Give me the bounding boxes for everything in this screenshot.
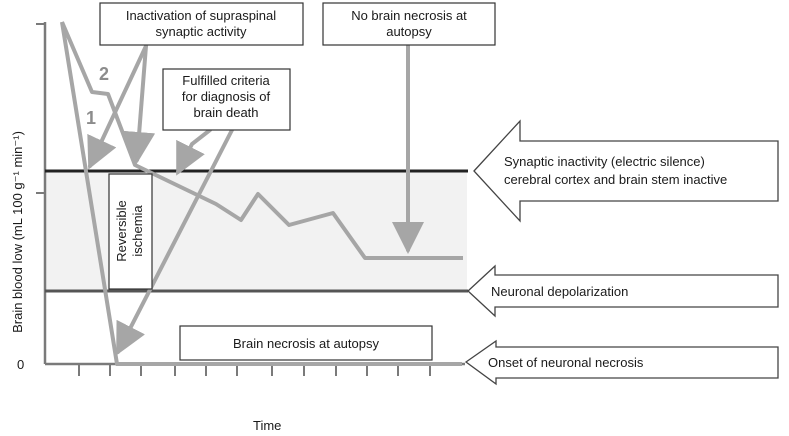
svg-text:for diagnosis of: for diagnosis of [182,89,271,104]
svg-text:synaptic activity: synaptic activity [155,24,247,39]
svg-text:Inactivation of supraspinal: Inactivation of supraspinal [126,8,276,23]
fulfilled-arrow-upper [176,128,212,176]
y-axis-label: Brain blood low (mL 100 g⁻¹ min⁻¹) [10,131,25,333]
no-necrosis-box: No brain necrosis at autopsy [322,2,496,46]
svg-text:cerebral cortex and brain stem: cerebral cortex and brain stem inactive [504,172,727,187]
inactivation-arrow-right [123,44,156,164]
curve-1-label: 1 [86,108,96,128]
svg-text:autopsy: autopsy [386,24,432,39]
svg-text:Fulfilled criteria: Fulfilled criteria [182,73,270,88]
svg-text:Neuronal depolarization: Neuronal depolarization [491,284,628,299]
svg-text:ischemia: ischemia [130,205,145,257]
svg-text:No brain necrosis at: No brain necrosis at [351,8,467,23]
svg-text:Reversible: Reversible [114,200,129,261]
fulfilled-arrow-lower [116,128,234,356]
synaptic-inactivity-arrow: Synaptic inactivity (electric silence) c… [473,119,779,223]
curve-2-label: 2 [99,64,109,84]
fulfilled-criteria-box: Fulfilled criteria for diagnosis of brai… [162,68,291,131]
neuronal-necrosis-onset-arrow: Onset of neuronal necrosis [464,339,779,386]
svg-text:Brain necrosis at autopsy: Brain necrosis at autopsy [233,336,379,351]
y-zero-label: 0 [17,357,24,372]
svg-text:Onset of neuronal necrosis: Onset of neuronal necrosis [488,355,644,370]
inactivation-arrow-left [87,44,148,170]
curve-1 [60,21,462,366]
brain-necrosis-box: Brain necrosis at autopsy [179,325,433,361]
callout-arrows [87,44,424,356]
svg-text:Synaptic inactivity (electric: Synaptic inactivity (electric silence) [504,154,705,169]
x-axis-label: Time [253,418,281,433]
curve-2 [60,21,463,260]
svg-text:brain death: brain death [193,105,258,120]
reversible-ischemia-box: Reversible ischemia [108,173,153,290]
reversible-band [45,172,467,291]
neuronal-depolarization-arrow: Neuronal depolarization [467,264,779,318]
inactivation-box: Inactivation of supraspinal synaptic act… [99,2,304,46]
